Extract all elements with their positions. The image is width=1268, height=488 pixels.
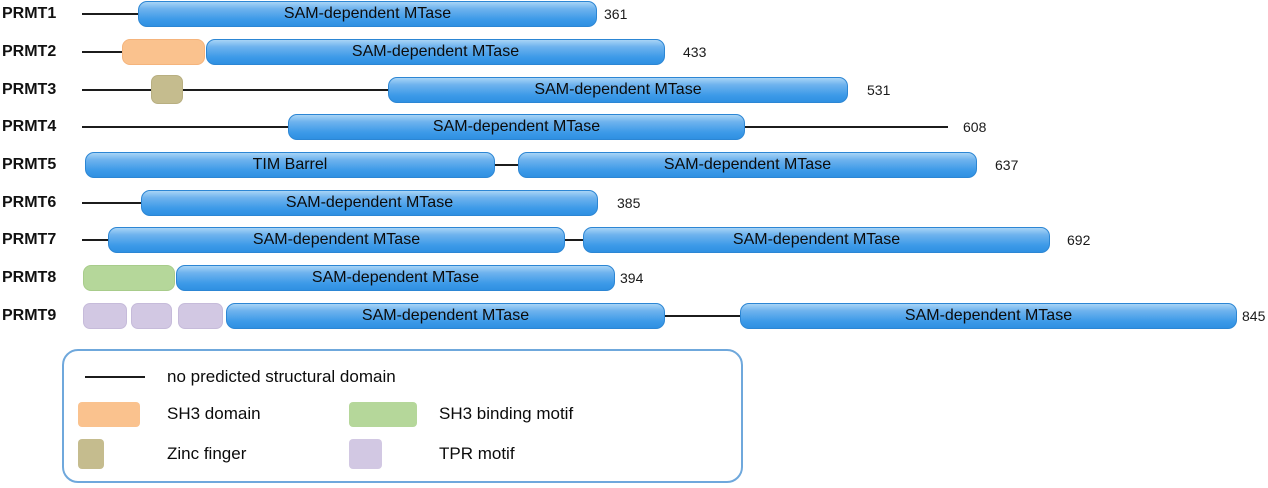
length-label: 394 — [620, 270, 644, 286]
length-label: 361 — [604, 6, 628, 22]
domain-mtase: SAM-dependent MTase — [176, 265, 615, 291]
domain-label: SAM-dependent MTase — [361, 307, 530, 324]
domain-zinc — [151, 75, 183, 104]
domain-label: SAM-dependent MTase — [663, 156, 832, 173]
length-label: 608 — [963, 119, 987, 135]
domain-label: SAM-dependent MTase — [732, 231, 901, 248]
protein-label: PRMT2 — [2, 43, 57, 60]
domain-tpr — [83, 303, 127, 329]
legend: no predicted structural domain SH3 domai… — [62, 349, 743, 483]
domain-tpr — [178, 303, 223, 329]
backbone-line — [745, 126, 948, 128]
domain-label: SAM-dependent MTase — [351, 43, 520, 60]
domain-sh3b — [83, 265, 175, 291]
domain-mtase: TIM Barrel — [85, 152, 495, 178]
domain-mtase: SAM-dependent MTase — [141, 190, 598, 216]
domain-mtase: SAM-dependent MTase — [288, 114, 745, 140]
legend-sh3-swatch — [78, 402, 140, 427]
protein-label: PRMT6 — [2, 194, 57, 211]
backbone-line — [82, 239, 108, 241]
domain-mtase: SAM-dependent MTase — [583, 227, 1050, 253]
domain-mtase: SAM-dependent MTase — [518, 152, 977, 178]
domain-label: SAM-dependent MTase — [252, 231, 421, 248]
domain-tpr — [131, 303, 172, 329]
domain-sh3 — [122, 39, 205, 65]
domain-mtase: SAM-dependent MTase — [108, 227, 565, 253]
legend-label-sh3-binding: SH3 binding motif — [439, 404, 574, 423]
protein-label: PRMT9 — [2, 307, 57, 324]
protein-label: PRMT8 — [2, 269, 57, 286]
backbone-line — [82, 51, 122, 53]
domain-mtase: SAM-dependent MTase — [138, 1, 597, 27]
backbone-line — [495, 164, 518, 166]
backbone-line — [565, 239, 583, 241]
legend-label-zinc: Zinc finger — [167, 444, 247, 463]
domain-mtase: SAM-dependent MTase — [206, 39, 665, 65]
protein-label: PRMT5 — [2, 156, 57, 173]
backbone-line — [665, 315, 740, 317]
legend-zinc-swatch — [78, 439, 104, 469]
protein-label: PRMT3 — [2, 81, 57, 98]
protein-label: PRMT4 — [2, 118, 57, 135]
protein-label: PRMT7 — [2, 231, 57, 248]
length-label: 531 — [867, 82, 891, 98]
domain-mtase: SAM-dependent MTase — [388, 77, 848, 103]
backbone-line — [82, 13, 138, 15]
domain-label: SAM-dependent MTase — [285, 194, 454, 211]
backbone-line — [82, 202, 141, 204]
legend-tpr-swatch — [349, 439, 382, 469]
length-label: 433 — [683, 44, 707, 60]
domain-mtase: SAM-dependent MTase — [740, 303, 1237, 329]
domain-label: SAM-dependent MTase — [904, 307, 1073, 324]
legend-sh3-binding-swatch — [349, 402, 417, 427]
length-label: 845 — [1242, 308, 1266, 324]
legend-label-no-domain: no predicted structural domain — [167, 367, 396, 386]
backbone-line — [183, 89, 388, 91]
domain-label: SAM-dependent MTase — [311, 269, 480, 286]
length-label: 637 — [995, 157, 1019, 173]
legend-label-tpr: TPR motif — [439, 444, 515, 463]
protein-label: PRMT1 — [2, 5, 57, 22]
backbone-line — [82, 126, 288, 128]
domain-label: SAM-dependent MTase — [432, 118, 601, 135]
domain-mtase: SAM-dependent MTase — [226, 303, 665, 329]
domain-label: TIM Barrel — [252, 156, 328, 173]
backbone-line — [82, 89, 151, 91]
legend-line-swatch — [85, 376, 145, 378]
legend-label-sh3: SH3 domain — [167, 404, 261, 423]
domain-label: SAM-dependent MTase — [283, 5, 452, 22]
length-label: 385 — [617, 195, 641, 211]
domain-label: SAM-dependent MTase — [534, 81, 702, 98]
length-label: 692 — [1067, 232, 1091, 248]
